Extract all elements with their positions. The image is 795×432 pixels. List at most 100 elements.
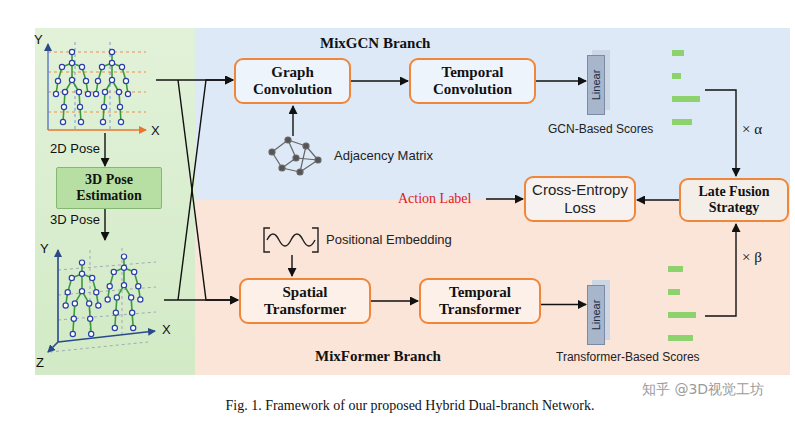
- score-bars: [672, 96, 700, 102]
- adjacency-graph-icon: [315, 157, 321, 163]
- score-bars: [668, 335, 693, 341]
- branch-title: MixGCN Branch: [320, 35, 430, 52]
- skeleton-figure: [93, 91, 98, 96]
- skeleton-figure: [78, 119, 83, 124]
- loss-box: Cross-Entropy Loss: [524, 176, 636, 222]
- flow-arrow: [486, 198, 523, 199]
- score-bars: [672, 50, 684, 56]
- plot-2d-grid: [48, 112, 146, 113]
- panel-backgrounds: [35, 28, 790, 375]
- annotation: Action Label: [398, 191, 471, 207]
- branch-panel: Graph Convolution Temporal Convolution Lin…: [195, 28, 790, 200]
- skeleton-figure: [83, 78, 88, 83]
- watermark: 知乎 @3D视觉工坊: [642, 381, 764, 399]
- skeleton-figure: [136, 284, 141, 289]
- skeleton-figure: [61, 104, 66, 109]
- plot-3d-grid: [58, 262, 156, 270]
- score-bars: [668, 266, 683, 272]
- score-bars: [672, 119, 692, 125]
- plot-2d-grid: [48, 72, 146, 73]
- plot-2d-grid: [110, 42, 111, 130]
- adjacency-graph-icon: [293, 155, 299, 161]
- axis-label: X: [151, 123, 160, 138]
- positional-embedding-icon: [267, 234, 315, 246]
- skeleton-figure: [129, 295, 134, 300]
- box-label: 3D Pose Estimation: [63, 172, 155, 204]
- plot-3d-grid: [50, 342, 148, 352]
- adjacency-graph-icon: [303, 143, 309, 149]
- flow-arrow: [292, 106, 293, 136]
- skeleton-figure: [96, 303, 101, 308]
- flow-arrow: [178, 80, 238, 300]
- process-box: Temporal Transformer: [419, 278, 541, 324]
- axis-label: Z: [36, 355, 44, 370]
- axis-label: Y: [34, 32, 43, 47]
- skeleton-figure: [76, 89, 81, 94]
- skeleton-figure: [121, 283, 126, 288]
- process-box: Graph Convolution: [234, 58, 351, 104]
- flow-arrow: [536, 80, 586, 81]
- skeleton-figure: [111, 269, 116, 274]
- linear-layer: Linear: [587, 285, 605, 345]
- annotation: Adjacency Matrix: [334, 148, 433, 163]
- skeleton-figure: [119, 64, 124, 69]
- skeleton-figure: [65, 290, 70, 295]
- plot-2d-axes: [48, 129, 146, 131]
- flow-arrow: [705, 90, 736, 176]
- weight-factor: × α: [742, 121, 762, 138]
- skeleton-figure: [69, 49, 74, 54]
- plot-3d-grid: [90, 250, 91, 339]
- box-label: Linear: [590, 300, 602, 331]
- flow-arrow: [104, 209, 105, 240]
- skeleton-figure: [121, 254, 126, 259]
- skeleton-figure: [79, 289, 84, 294]
- annotation: 2D Pose: [50, 141, 100, 156]
- process-box: 3D Pose Estimation: [56, 167, 162, 209]
- panel-backgrounds: [195, 28, 790, 200]
- fusion-box: Late Fusion Strategy: [679, 178, 789, 222]
- axis-label: X: [162, 322, 171, 337]
- skeleton-figure: [60, 119, 65, 124]
- adjacency-graph-icon: [285, 137, 291, 143]
- process-box: Temporal Convolution: [409, 58, 536, 104]
- skeleton-figure: [88, 316, 93, 321]
- box-label: Graph Convolution: [242, 64, 343, 98]
- flow-arrow: [291, 255, 292, 276]
- plot-2d-axes: [47, 44, 49, 130]
- branch-title: MixFormer Branch: [315, 348, 441, 365]
- plot-3d-grid: [50, 248, 156, 352]
- adjacency-graph-icon: [297, 169, 303, 175]
- figure-caption: Fig. 1. Framework of our proposed Hybrid…: [20, 398, 795, 414]
- skeleton-figure: [70, 331, 75, 336]
- process-box: Spatial Transformer: [239, 278, 371, 324]
- skeleton-figure: [94, 290, 99, 295]
- plot-3d-axes: [57, 250, 59, 342]
- skeleton-figure: [77, 104, 82, 109]
- linear-layer: Linear: [587, 55, 605, 115]
- box-label: Late Fusion Strategy: [687, 184, 781, 216]
- skeleton-figure: [87, 301, 92, 306]
- skeleton-figure: [123, 78, 128, 83]
- skeleton-figure: [109, 77, 114, 82]
- skeleton-figure: [79, 260, 84, 265]
- skeleton-figure: [113, 310, 118, 315]
- skeleton-figure: [118, 119, 123, 124]
- plot-2d-grid: [48, 52, 146, 53]
- skeleton-figure: [90, 275, 95, 280]
- plot-3d-grid: [122, 248, 123, 336]
- skeleton-figure: [116, 89, 121, 94]
- skeleton-figure: [125, 91, 130, 96]
- skeleton-figure: [121, 265, 126, 270]
- skeleton-figure: [85, 91, 90, 96]
- score-bars: [668, 289, 680, 295]
- skeleton-figure: [69, 60, 74, 65]
- weight-factor: × β: [742, 249, 762, 266]
- skeleton-figure: [130, 310, 135, 315]
- annotation: 3D Pose: [50, 212, 100, 227]
- flow-arrow: [371, 300, 418, 301]
- box-label: Temporal Convolution: [417, 64, 528, 98]
- skeleton-figure: [105, 297, 110, 302]
- box-label: Linear: [590, 70, 602, 101]
- plot-3d-grid: [58, 287, 156, 295]
